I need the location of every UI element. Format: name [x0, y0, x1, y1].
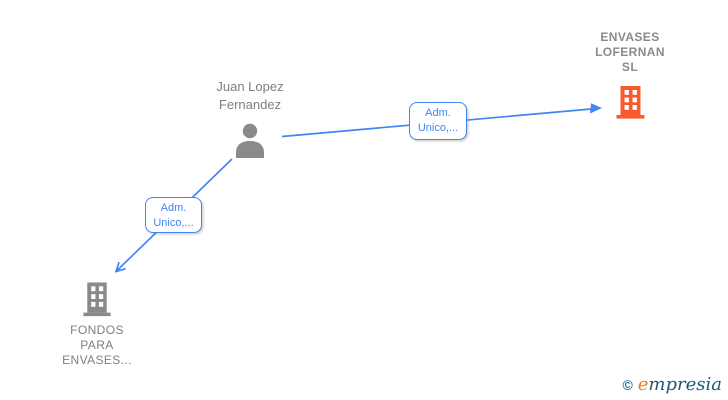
node-person: Juan Lopez Fernandez — [175, 78, 325, 163]
building-icon-gray[interactable] — [79, 280, 115, 318]
brand-initial: e — [637, 374, 649, 395]
company-envases-name[interactable]: ENVASES LOFERNAN SL — [555, 30, 705, 75]
node-company-envases: ENVASES LOFERNAN SL — [555, 30, 705, 125]
node-company-fondos: FONDOS PARA ENVASES... — [22, 280, 172, 368]
edge-label-adm-unico-related[interactable]: Adm. Unico,... — [145, 197, 202, 233]
person-name-line2: Fernandez — [218, 97, 282, 112]
person-name[interactable]: Juan Lopez Fernandez — [175, 78, 325, 114]
empresia-logo[interactable]: © empresia — [622, 374, 722, 395]
company-fondos-name[interactable]: FONDOS PARA ENVASES... — [22, 323, 172, 368]
company-envases-line1: ENVASES — [600, 30, 660, 44]
person-name-line1: Juan Lopez — [216, 79, 284, 94]
brand-rest: mpresia — [648, 374, 722, 395]
copyright-icon: © — [622, 377, 633, 393]
edge-label-adm-unico-main[interactable]: Adm. Unico,... — [409, 102, 467, 140]
company-fondos-line2: PARA — [80, 338, 114, 352]
building-icon-orange[interactable] — [612, 84, 649, 120]
company-envases-line3: SL — [621, 60, 639, 74]
company-fondos-line1: FONDOS — [70, 323, 124, 337]
company-envases-line2: LOFERNAN — [595, 45, 665, 59]
empresia-wordmark: empresia — [638, 374, 722, 395]
person-icon[interactable] — [235, 123, 265, 158]
edge-label-related-line1: Adm. — [160, 202, 187, 214]
edge-label-main-line2: Unico,... — [417, 122, 459, 134]
arrowhead-open — [114, 261, 126, 273]
edge-label-related-line2: Unico,... — [153, 217, 194, 229]
edge-label-main-line1: Adm. — [425, 107, 451, 119]
company-fondos-line3: ENVASES... — [62, 353, 132, 367]
